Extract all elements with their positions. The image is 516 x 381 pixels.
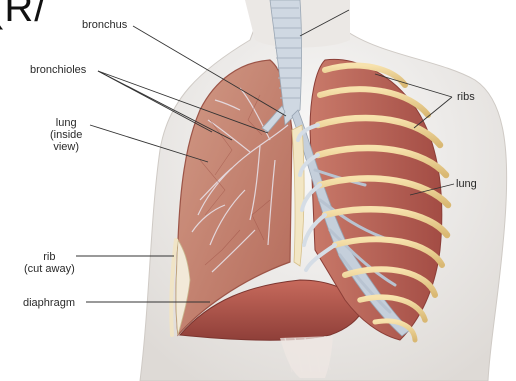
label-lung-inside-line1: lung [50,117,82,129]
label-rib-cut-line1: rib [24,251,75,263]
label-lung-inside-line2: (inside [50,129,82,141]
label-lung: lung [456,178,477,190]
label-rib-cut-away: rib (cut away) [24,251,75,275]
label-diaphragm: diaphragm [23,297,75,309]
label-bronchioles: bronchioles [30,64,86,76]
figure-corner-letter: (R/ [0,0,46,30]
label-lung-inside-view: lung (inside view) [50,117,82,153]
label-ribs: ribs [457,91,475,103]
label-lung-inside-line3: view) [50,141,82,153]
label-bronchus: bronchus [82,19,127,31]
label-rib-cut-line2: (cut away) [24,263,75,275]
